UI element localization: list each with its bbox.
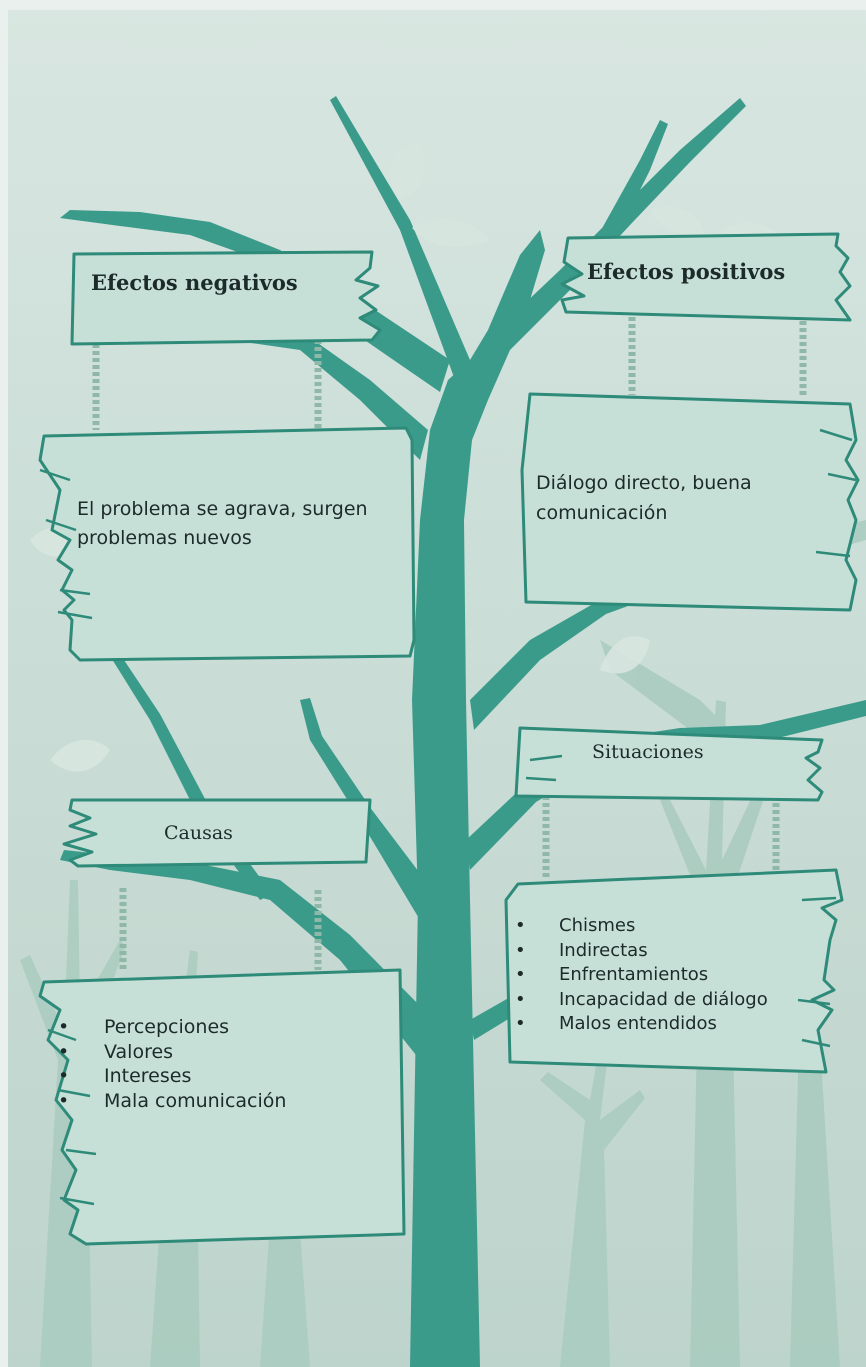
efectos-negativos-title: Efectos negativos [91,270,298,295]
board-efectos-negativos-title [70,250,382,346]
causas-list: • Percepciones • Valores • Intereses • Mala … [58,1015,286,1113]
situacion-item: Indirectas [559,939,648,961]
board-efectos-positivos-content [520,392,860,612]
bullet-icon: • [58,1065,70,1087]
situaciones-list: • Chismes • Indirectas • Enfrentamientos • I… [515,914,768,1037]
bullet-icon: • [515,1013,526,1034]
efectos-negativos-text: El problema se agrava, surgen problemas … [77,498,368,549]
bullet-icon: • [515,939,526,961]
situacion-item: Chismes [559,915,636,936]
bullet-icon: • [515,915,526,936]
board-situaciones-title [514,726,824,802]
bullet-icon: • [515,988,526,1010]
list-item: • Malos entendidos [515,1012,768,1037]
efectos-positivos-title: Efectos positivos [587,259,786,284]
list-item: • Intereses [58,1064,286,1089]
board-edge-accents [39,428,857,1206]
situacion-item: Malos entendidos [559,1013,717,1034]
efectos-positivos-text: Diálogo directo, buena comunicación [536,472,752,524]
frame-top-border [0,0,866,10]
causa-item: Mala comunicación [104,1089,287,1112]
situaciones-title: Situaciones [592,741,704,763]
bullet-icon: • [58,1040,70,1063]
list-item: • Percepciones [58,1015,286,1040]
list-item: • Indirectas [515,939,768,964]
list-item: • Enfrentamientos [515,963,768,988]
causa-item: Percepciones [104,1016,230,1038]
situacion-item: Enfrentamientos [559,964,709,985]
list-item: • Valores [58,1040,286,1065]
board-efectos-positivos-title [560,232,852,322]
situacion-item: Incapacidad de diálogo [559,988,768,1010]
list-item: • Mala comunicación [58,1089,286,1114]
board-causas-title [62,798,372,868]
frame-left-border [0,0,8,1367]
list-item: • Chismes [515,914,768,939]
bullet-icon: • [58,1089,70,1112]
list-item: • Incapacidad de diálogo [515,988,768,1013]
causa-item: Intereses [104,1065,192,1087]
causa-item: Valores [104,1040,174,1063]
bullet-icon: • [515,964,526,985]
causas-title: Causas [164,822,233,844]
board-situaciones-content [504,868,844,1074]
bullet-icon: • [58,1016,70,1038]
board-causas-content [38,968,406,1246]
